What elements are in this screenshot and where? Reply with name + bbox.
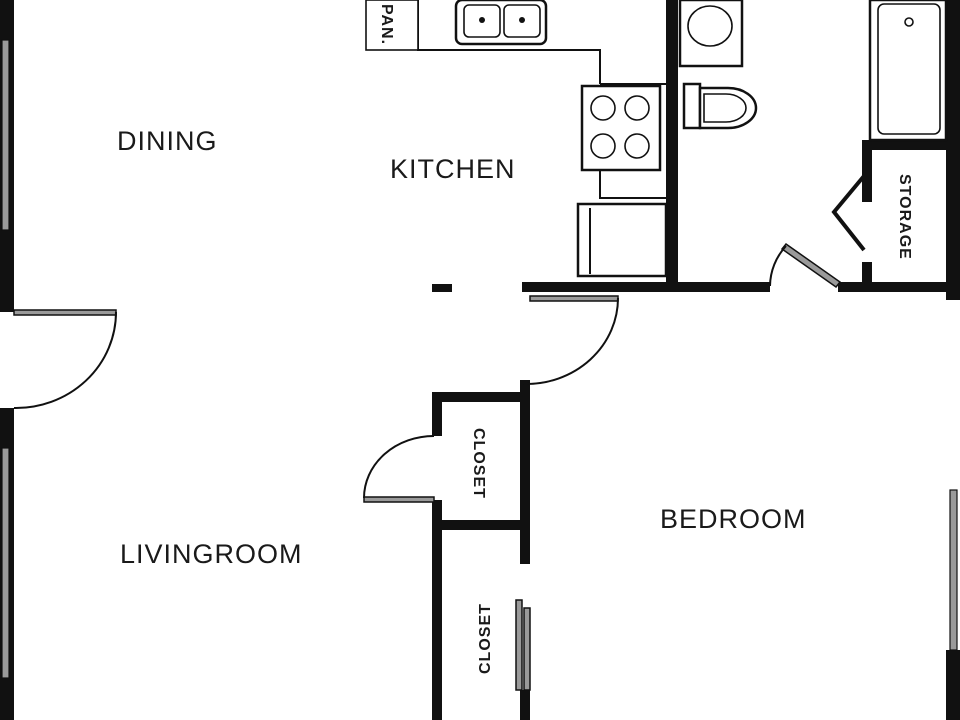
closet-door-leaf <box>363 496 435 503</box>
window-right <box>949 489 958 651</box>
right-wall-bottom <box>946 650 960 720</box>
entry-door-swing <box>13 311 117 410</box>
burner-icon <box>624 133 650 159</box>
room-label-pantry: PAN. <box>378 4 395 45</box>
bedroom-top-wall <box>522 282 670 292</box>
room-label-kitchen: KITCHEN <box>390 154 516 184</box>
room-label-storage: STORAGE <box>896 174 913 260</box>
bathtub-inner <box>877 3 941 135</box>
closet-bottom-right-wall <box>520 690 530 720</box>
toilet-seat <box>703 93 747 123</box>
closet-sliding-door-1 <box>515 599 523 691</box>
tub-drain-icon <box>904 17 914 27</box>
closet-left-wall-lower <box>432 500 442 720</box>
storage-top-wall <box>862 140 952 150</box>
stove <box>580 84 662 172</box>
bedroom-door-leaf <box>529 295 619 302</box>
storage-left-wall <box>862 140 872 202</box>
bath-bottom-wall-left <box>666 282 770 292</box>
kitchen-bath-wall <box>666 0 678 290</box>
pantry <box>365 0 419 51</box>
right-wall-top <box>946 0 960 300</box>
room-label-dining: DINING <box>117 126 218 156</box>
room-label-bedroom: BEDROOM <box>660 504 807 534</box>
drain-icon <box>479 17 485 23</box>
bath-bottom-wall-right <box>838 282 950 292</box>
bedroom-door-swing <box>523 297 619 386</box>
closet-door-swing <box>363 435 435 499</box>
room-label-livingroom: LIVINGROOM <box>120 539 303 569</box>
room-label-closet-upper: CLOSET <box>470 428 487 499</box>
closet-top-wall <box>432 392 530 402</box>
bath-door-swing <box>769 245 787 287</box>
storage-bifold-door <box>831 174 866 252</box>
doors <box>13 174 866 691</box>
room-labels: DINING KITCHEN LIVINGROOM BEDROOM STORAG… <box>117 4 913 674</box>
bath-door-leaf <box>780 242 842 289</box>
burner-icon <box>590 133 616 159</box>
burner-icon <box>590 95 616 121</box>
bedroom-left-wall-lower <box>520 528 530 564</box>
closet-sliding-door-2 <box>523 607 531 691</box>
wall-stub <box>432 284 452 292</box>
bedroom-left-wall-upper <box>520 380 530 528</box>
entry-door-leaf <box>13 309 117 316</box>
refrigerator <box>576 202 668 278</box>
window-left-upper <box>1 39 10 231</box>
window-left-lower <box>1 447 10 679</box>
kitchen-fixtures <box>365 0 668 278</box>
storage-left-wall-lower <box>862 262 872 290</box>
room-label-closet-lower: CLOSET <box>477 603 494 674</box>
toilet-tank <box>682 82 702 130</box>
bath-sink <box>687 5 733 47</box>
bath-fixtures <box>678 0 948 142</box>
closet-left-wall-upper <box>432 392 442 436</box>
burner-icon <box>624 95 650 121</box>
drain-icon <box>519 17 525 23</box>
closet-divider-wall <box>432 520 530 530</box>
windows <box>1 39 958 679</box>
